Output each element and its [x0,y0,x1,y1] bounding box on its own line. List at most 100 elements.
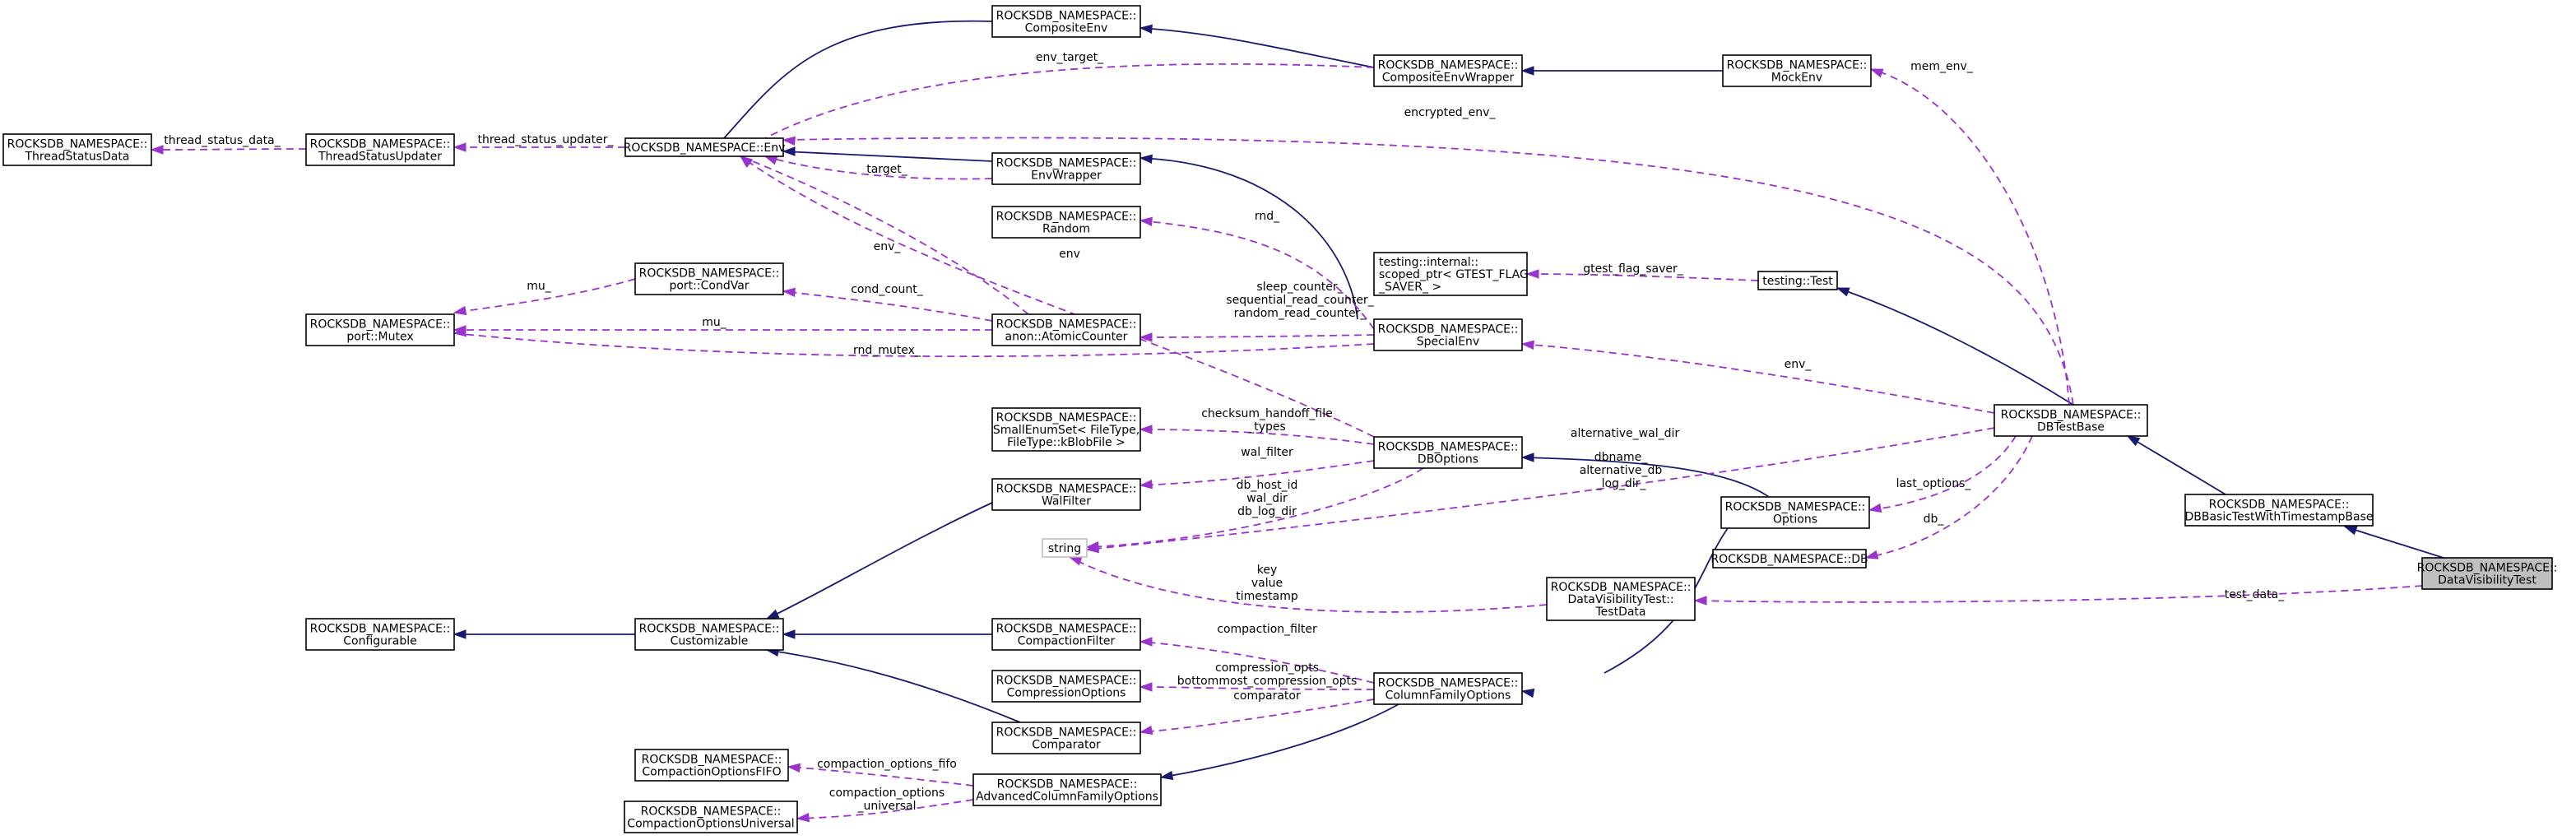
arrowhead-icon [1525,269,1539,279]
class-node-options[interactable]: ROCKSDB_NAMESPACE::Options [1720,496,1870,529]
edge-label-env-: env_ [1785,358,1812,371]
arrowhead-icon [1085,544,1099,554]
arrowhead-icon [1139,332,1153,342]
inheritance-edge [2126,435,2226,495]
class-node-configurable[interactable]: ROCKSDB_NAMESPACE::Configurable [305,618,455,651]
inheritance-edge [723,20,993,151]
arrowhead-icon [782,629,796,639]
class-node-atomic[interactable]: ROCKSDB_NAMESPACE::anon::AtomicCounter [991,313,1141,346]
class-node-testingtest[interactable]: testing::Test [1757,271,1838,290]
class-name-line: ColumnFamilyOptions [1385,689,1511,703]
class-name-line: CompactionOptionsFIFO [642,766,781,779]
inheritance-edge [1520,452,1770,498]
inheritance-edge [782,146,993,162]
class-name-line: scoped_ptr< GTEST_FLAG [1379,268,1529,281]
inheritance-edge [1520,66,1723,76]
edge-label-mu-atomic: mu_ [702,316,727,329]
member-edge [1139,698,1375,736]
class-node-compenv[interactable]: ROCKSDB_NAMESPACE::CompositeEnv [991,5,1141,38]
class-node-advcf[interactable]: ROCKSDB_NAMESPACE::AdvancedColumnFamilyO… [972,773,1162,806]
arrowhead-icon [453,629,466,639]
class-name-line: MockEnv [1771,72,1822,85]
class-node-cfopts[interactable]: ROCKSDB_NAMESPACE::ColumnFamilyOptions [1373,672,1523,705]
member-edge [782,136,2074,406]
member-edge [796,799,974,823]
edge-label-comparator: comparator [1233,689,1301,703]
class-node-customizable[interactable]: ROCKSDB_NAMESPACE::Customizable [634,618,784,651]
class-node-cofifo[interactable]: ROCKSDB_NAMESPACE::CompactionOptionsFIFO [634,749,789,782]
class-name-line: port::CondVar [669,280,749,293]
edge-label-mem-env: mem_env_ [1910,60,1974,73]
class-name-line: CompactionFilter [1018,635,1116,648]
member-edge [1139,682,1375,692]
arrowhead-icon [1868,503,1882,513]
member-edge [1139,216,1375,330]
class-name-line: ROCKSDB_NAMESPACE:: [1378,323,1519,336]
member-edge [1693,585,2423,606]
class-node-db[interactable]: ROCKSDB_NAMESPACE::DB [1710,549,1868,569]
arrowhead-icon [1520,688,1535,698]
class-node-string[interactable]: string [1042,538,1088,558]
class-node-compopts[interactable]: ROCKSDB_NAMESPACE::CompressionOptions [991,670,1141,703]
class-node-env[interactable]: ROCKSDB_NAMESPACE::Env [624,137,786,157]
class-node-specialenv[interactable]: ROCKSDB_NAMESPACE::SpecialEnv [1373,318,1523,351]
class-node-compfilter[interactable]: ROCKSDB_NAMESPACE::CompactionFilter [991,618,1141,651]
member-edge [1085,427,1995,554]
class-name-line: ROCKSDB_NAMESPACE:: [310,138,451,151]
arrowhead-icon [1520,452,1534,462]
class-node-dbbasic[interactable]: ROCKSDB_NAMESPACE::DBBasicTestWithTimest… [2184,494,2374,527]
arrowhead-icon [787,763,801,773]
class-node-testdata[interactable]: ROCKSDB_NAMESPACE::DataVisibilityTest::T… [1546,577,1696,621]
class-node-mutex[interactable]: ROCKSDB_NAMESPACE::port::Mutex [305,313,455,346]
class-node-comparator[interactable]: ROCKSDB_NAMESPACE::Comparator [991,722,1141,754]
arrowhead-icon [1139,682,1153,692]
member-edge [1139,332,1375,342]
class-node-datavis[interactable]: ROCKSDB_NAMESPACE::DataVisibilityTest [2417,557,2558,590]
class-name-line: DataVisibilityTest [2438,574,2537,587]
class-node-tsdata[interactable]: ROCKSDB_NAMESPACE::ThreadStatusData [2,133,152,166]
class-name-line: CompactionOptionsUniversal [627,818,794,831]
class-name-line: ROCKSDB_NAMESPACE::DB [1710,553,1868,566]
class-name-line: Configurable [343,635,417,648]
class-node-tsupdater[interactable]: ROCKSDB_NAMESPACE::ThreadStatusUpdater [305,133,455,166]
class-node-dbtestbase[interactable]: ROCKSDB_NAMESPACE::DBTestBase [1993,404,2148,437]
class-node-smallenum[interactable]: ROCKSDB_NAMESPACE::SmallEnumSet< FileTyp… [991,407,1141,452]
edge-label-target: target_ [866,163,908,176]
class-node-couniv[interactable]: ROCKSDB_NAMESPACE::CompactionOptionsUniv… [624,801,798,833]
member-edge [1525,269,1759,281]
arrowhead-icon [765,609,780,620]
edge-label-wal-filter: wal_filter [1241,446,1293,459]
edge-label-checksum-handoff: checksum_handoff_file_types [1201,407,1333,434]
class-name-line: ROCKSDB_NAMESPACE:: [310,623,451,636]
class-name-line: SmallEnumSet< FileType, [993,424,1139,437]
class-node-condvar[interactable]: ROCKSDB_NAMESPACE::port::CondVar [634,262,784,295]
edge-label-compaction-filter: compaction_filter [1217,623,1317,636]
class-node-scopedptr[interactable]: testing::internal::scoped_ptr< GTEST_FLA… [1373,252,1529,296]
arrowhead-icon [453,305,467,316]
class-name-line: ROCKSDB_NAMESPACE:: [996,211,1137,224]
edge-label-env-dboptions: env [1059,248,1080,261]
class-node-mockenv[interactable]: ROCKSDB_NAMESPACE::MockEnv [1722,54,1872,87]
arrowhead-icon [1139,24,1153,34]
class-name-line: ROCKSDB_NAMESPACE:: [641,805,782,819]
class-node-walfilter[interactable]: ROCKSDB_NAMESPACE::WalFilter [991,478,1141,511]
class-name-line: DBTestBase [2037,421,2105,434]
member-edge [782,287,993,322]
class-node-random[interactable]: ROCKSDB_NAMESPACE::Random [991,206,1141,239]
class-node-compenvwrap[interactable]: ROCKSDB_NAMESPACE::CompositeEnvWrapper [1373,54,1523,87]
class-node-dboptions[interactable]: ROCKSDB_NAMESPACE::DBOptions [1373,436,1523,469]
class-name-line: ROCKSDB_NAMESPACE:: [996,10,1137,23]
inheritance-edge [765,502,993,620]
arrowhead-icon [1139,425,1153,434]
member-edge [150,145,307,155]
class-name-line: ROCKSDB_NAMESPACE:: [1725,501,1866,514]
arrowhead-icon [782,146,796,156]
class-name-line: string [1048,542,1081,555]
class-name-line: FileType::kBlobFile > [1007,436,1126,449]
class-node-envwrapper[interactable]: ROCKSDB_NAMESPACE::EnvWrapper [991,152,1141,185]
arrowhead-icon [739,155,754,167]
class-name-line: ThreadStatusData [25,151,130,164]
